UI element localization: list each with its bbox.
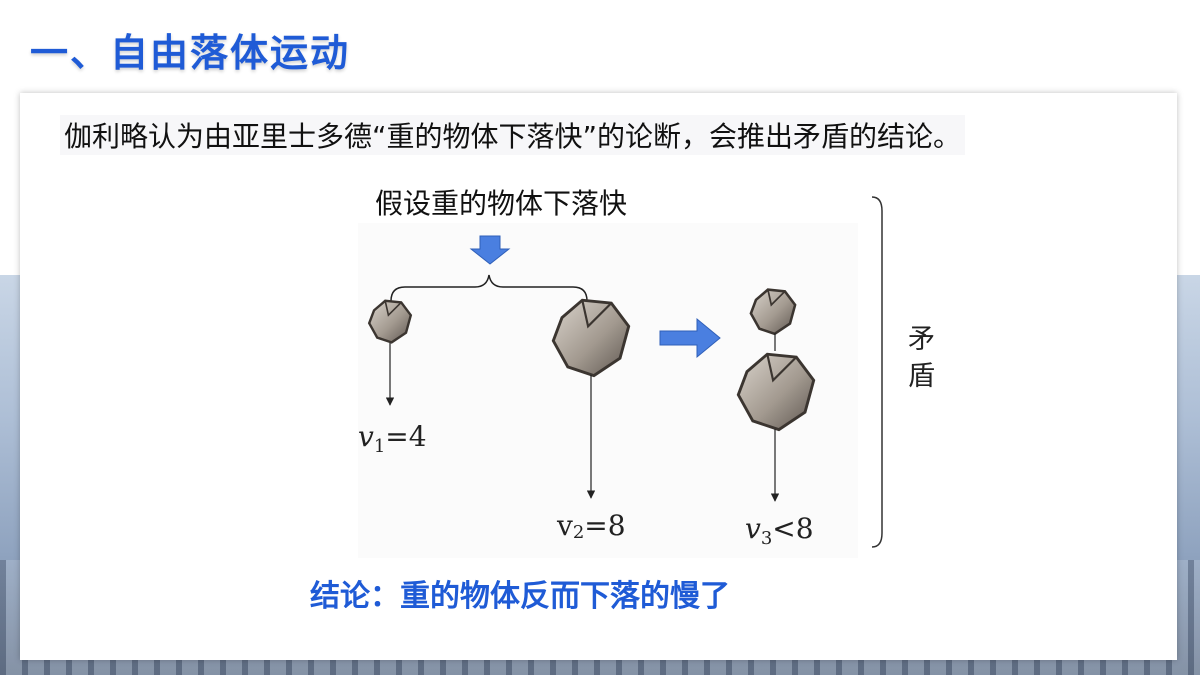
conclusion-text: 结论：重的物体反而下落的慢了 (310, 579, 730, 614)
rock-icon (551, 298, 631, 378)
contradiction-label-2: 盾 (908, 361, 935, 392)
right-bracket (871, 196, 883, 548)
slide-title: 一、自由落体运动 (30, 31, 351, 75)
rock-icon (367, 299, 413, 344)
falling-bodies-diagram: 假设重的物体下落快 v1=4 v2=8 (358, 187, 935, 558)
v1-label: v1=4 (358, 420, 427, 457)
down-arrow-icon (469, 235, 511, 265)
rock-icon (749, 288, 797, 336)
rock-icon (736, 352, 816, 432)
brace (390, 274, 588, 302)
content-panel: 伽利略认为由亚里士多德“重的物体下落快”的论断，会推出矛盾的结论。 假设重的物体… (20, 93, 1177, 660)
intro-text: 伽利略认为由亚里士多德“重的物体下落快”的论断，会推出矛盾的结论。 (60, 115, 966, 155)
v2-label: v2=8 (556, 509, 626, 543)
right-arrow-icon (659, 317, 721, 359)
assumption-text: 假设重的物体下落快 (375, 187, 627, 220)
v3-label: v3<8 (745, 512, 814, 549)
contradiction-label-1: 矛 (908, 324, 935, 355)
